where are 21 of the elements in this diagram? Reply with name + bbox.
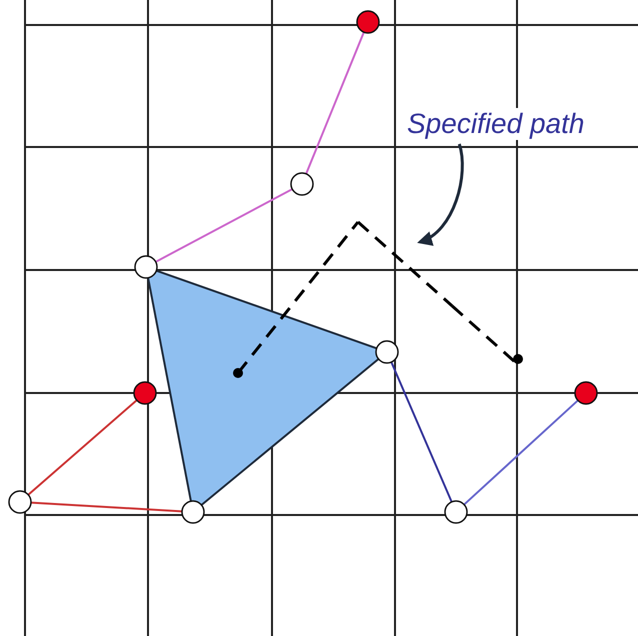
limb-line — [305, 32, 365, 174]
dashed-path — [357, 220, 454, 308]
limb-line — [155, 188, 293, 263]
limb-line — [28, 399, 138, 496]
joint-circle — [8, 490, 32, 514]
limb-line — [200, 358, 380, 506]
limb-line — [147, 278, 192, 502]
base-joint-circle — [574, 381, 598, 405]
limb-line — [390, 362, 453, 502]
joint-circle — [181, 500, 205, 524]
limb-line — [30, 502, 182, 512]
curved-arrow — [417, 144, 464, 244]
joint-circle — [290, 172, 314, 196]
joint-circle — [375, 340, 399, 364]
limb-line — [463, 400, 579, 506]
joint-circle — [444, 500, 468, 524]
base-joint-circle — [356, 10, 380, 34]
path-label: Specified path — [405, 108, 586, 140]
joint-circle — [134, 255, 158, 279]
limb-line — [156, 270, 377, 350]
base-joint-circle — [133, 381, 157, 405]
